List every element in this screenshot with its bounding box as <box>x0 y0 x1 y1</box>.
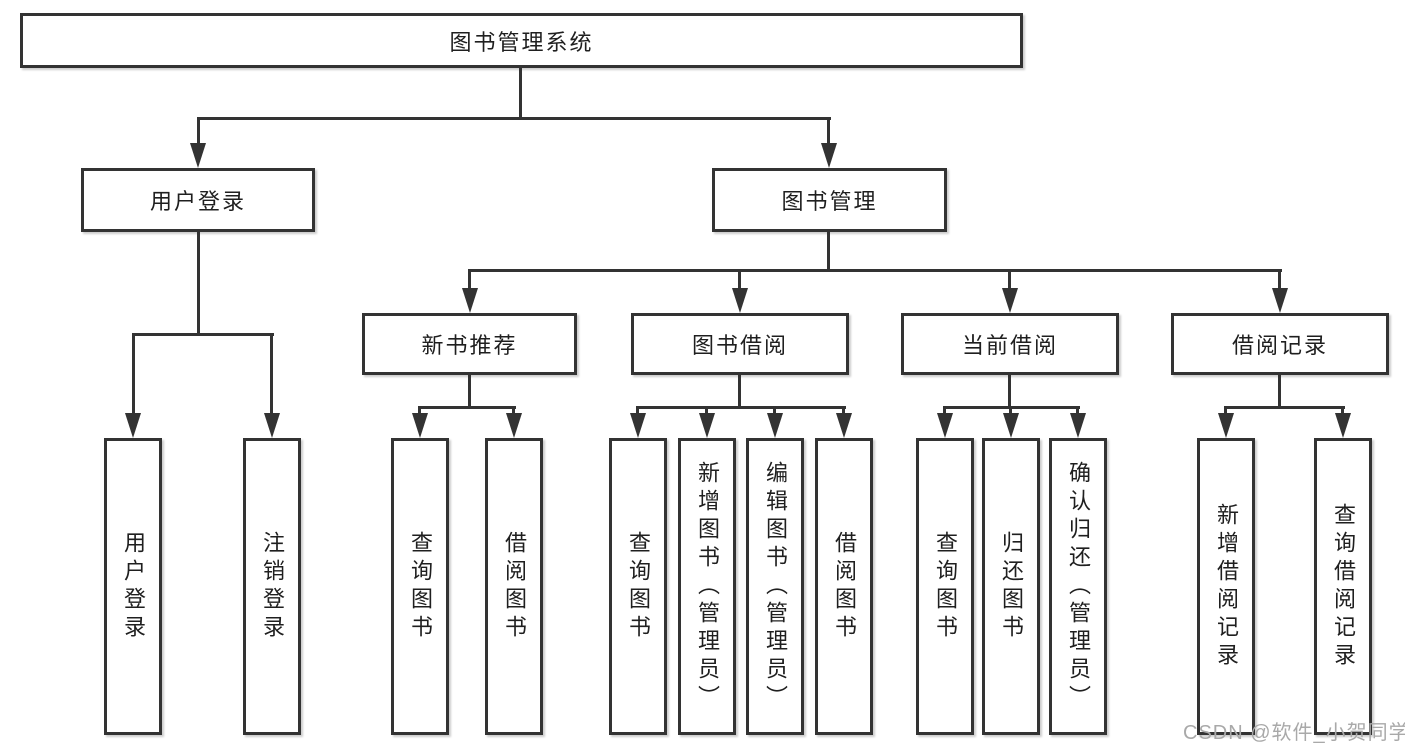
arrow-down-icon <box>506 413 522 438</box>
connector-line <box>197 232 200 336</box>
node-book-borrow: 图书借阅 <box>631 313 849 375</box>
connector-line <box>197 117 831 120</box>
connector-line <box>773 406 776 416</box>
arrow-down-icon <box>1070 413 1086 438</box>
arrow-down-icon <box>1002 288 1018 313</box>
arrow-down-icon <box>699 413 715 438</box>
leaf-borrow-borrow-books: 借阅图书 <box>815 438 873 735</box>
leaf-borrow-query-books: 查询图书 <box>609 438 667 735</box>
connector-line <box>705 406 708 416</box>
connector-line <box>1008 375 1011 409</box>
arrow-down-icon <box>1003 413 1019 438</box>
arrow-down-icon <box>767 413 783 438</box>
connector-line <box>418 406 421 416</box>
connector-line <box>827 232 830 272</box>
connector-line <box>1224 406 1227 416</box>
connector-line <box>270 333 273 415</box>
node-current-borrow: 当前借阅 <box>901 313 1119 375</box>
leaf-recommend-query-books: 查询图书 <box>391 438 449 735</box>
connector-line <box>738 375 741 409</box>
node-root-library-system: 图书管理系统 <box>20 13 1023 68</box>
connector-line <box>512 406 515 416</box>
arrow-down-icon <box>1272 288 1288 313</box>
arrow-down-icon <box>125 413 141 438</box>
connector-line <box>519 68 522 120</box>
arrow-down-icon <box>264 413 280 438</box>
leaf-current-confirm-return-admin: 确认归还（管理员） <box>1049 438 1107 735</box>
connector-line <box>468 269 471 290</box>
connector-line <box>842 406 845 416</box>
arrow-down-icon <box>412 413 428 438</box>
leaf-current-query-books: 查询图书 <box>916 438 974 735</box>
watermark: CSDN @软件_小贺同学 <box>1183 722 1405 744</box>
connector-line <box>1278 375 1281 409</box>
connector-line <box>468 269 1282 272</box>
arrow-down-icon <box>836 413 852 438</box>
arrow-down-icon <box>190 143 206 168</box>
leaf-recommend-borrow-books: 借阅图书 <box>485 438 543 735</box>
connector-line <box>468 375 471 409</box>
arrow-down-icon <box>1218 413 1234 438</box>
arrow-down-icon <box>630 413 646 438</box>
leaf-logout: 注销登录 <box>243 438 301 735</box>
leaf-borrow-add-books-admin: 新增图书（管理员） <box>678 438 736 735</box>
connector-line <box>197 117 200 145</box>
arrow-down-icon <box>821 143 837 168</box>
connector-line <box>636 406 846 409</box>
connector-line <box>1224 406 1345 409</box>
arrow-down-icon <box>1335 413 1351 438</box>
leaf-records-add-record: 新增借阅记录 <box>1197 438 1255 735</box>
arrow-down-icon <box>732 288 748 313</box>
connector-line <box>1076 406 1079 416</box>
leaf-borrow-edit-books-admin: 编辑图书（管理员） <box>746 438 804 735</box>
connector-line <box>132 333 274 336</box>
connector-line <box>827 117 830 145</box>
connector-line <box>132 333 135 415</box>
arrow-down-icon <box>462 288 478 313</box>
connector-line <box>1009 406 1012 416</box>
leaf-records-query-record: 查询借阅记录 <box>1314 438 1372 735</box>
leaf-current-return-books: 归还图书 <box>982 438 1040 735</box>
leaf-user-login: 用户登录 <box>104 438 162 735</box>
connector-line <box>1278 269 1281 290</box>
connector-line <box>1008 269 1011 290</box>
connector-line <box>943 406 946 416</box>
node-new-book-recommend: 新书推荐 <box>362 313 577 375</box>
connector-line <box>636 406 639 416</box>
arrow-down-icon <box>937 413 953 438</box>
node-book-management: 图书管理 <box>712 168 947 232</box>
connector-line <box>418 406 516 409</box>
connector-line <box>738 269 741 290</box>
node-borrow-records: 借阅记录 <box>1171 313 1389 375</box>
connector-line <box>1341 406 1344 416</box>
node-user-login: 用户登录 <box>81 168 315 232</box>
